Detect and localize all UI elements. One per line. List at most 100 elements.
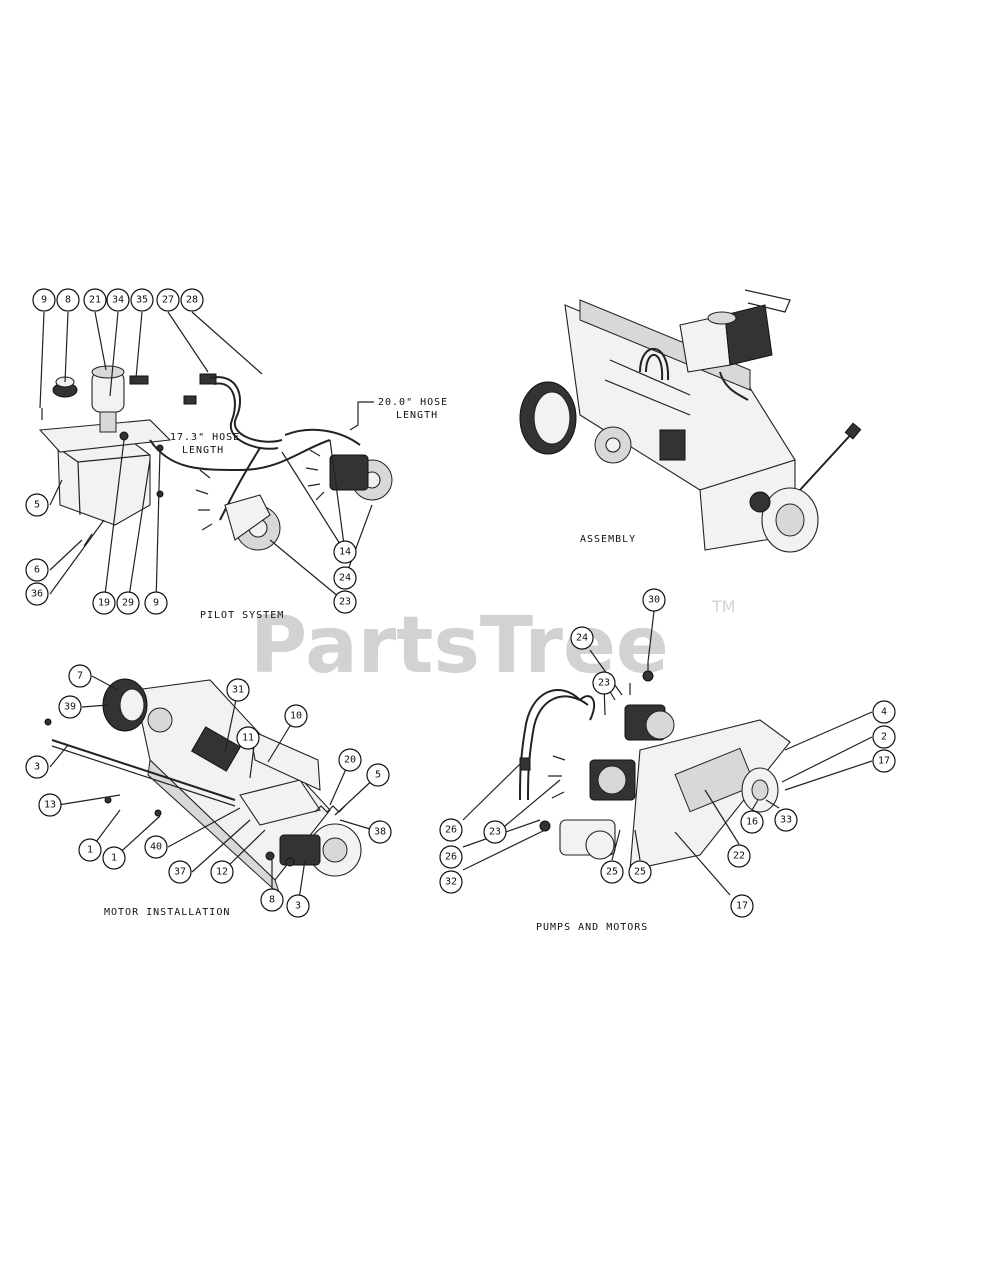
callout-circle bbox=[210, 860, 234, 884]
callout-motor-2: 39 bbox=[58, 695, 82, 719]
callout-number: 26 bbox=[445, 852, 457, 863]
callout-circle bbox=[368, 820, 392, 844]
callout-number: 37 bbox=[174, 867, 186, 878]
callout-number: 10 bbox=[290, 711, 302, 722]
callout-pilot-9: 6 bbox=[25, 558, 49, 582]
pilot-leader-lines bbox=[39, 311, 373, 604]
assembly-drawing bbox=[519, 289, 862, 553]
callout-motor-5: 10 bbox=[284, 704, 308, 728]
pumps-and-motors-drawing bbox=[519, 662, 791, 871]
callout-pilot-7: 28 bbox=[180, 288, 204, 312]
callout-circle bbox=[25, 493, 49, 517]
callout-circle bbox=[168, 860, 192, 884]
callout-circle bbox=[236, 726, 260, 750]
callout-pumps-12: 25 bbox=[628, 860, 652, 884]
callout-circle bbox=[570, 626, 594, 650]
callout-number: 9 bbox=[41, 295, 47, 306]
callout-number: 30 bbox=[648, 595, 660, 606]
callout-pilot-13: 9 bbox=[144, 591, 168, 615]
callout-circle bbox=[642, 588, 666, 612]
callout-pilot-5: 35 bbox=[130, 288, 154, 312]
caption-pilot-system: PILOT SYSTEM bbox=[200, 610, 284, 621]
callout-circle bbox=[439, 818, 463, 842]
callout-number: 36 bbox=[31, 589, 43, 600]
callout-circle bbox=[333, 566, 357, 590]
callout-number: 31 bbox=[232, 685, 244, 696]
callout-circle bbox=[872, 749, 896, 773]
caption-motor-installation: MOTOR INSTALLATION bbox=[104, 907, 230, 918]
callout-number: 5 bbox=[375, 770, 381, 781]
hose-note-17in-line1: 17.3" HOSE bbox=[170, 432, 240, 443]
callout-number: 3 bbox=[34, 762, 40, 773]
callout-number: 22 bbox=[733, 851, 745, 862]
callout-pumps-7: 26 bbox=[439, 818, 463, 842]
callout-pilot-12: 29 bbox=[116, 591, 140, 615]
callout-number: 9 bbox=[153, 598, 159, 609]
trademark-mark: TM bbox=[711, 597, 736, 616]
callout-number: 24 bbox=[339, 573, 351, 584]
callout-number: 29 bbox=[122, 598, 134, 609]
callout-circle bbox=[78, 838, 102, 862]
callout-motor-15: 38 bbox=[368, 820, 392, 844]
callout-number: 5 bbox=[34, 500, 40, 511]
callout-circle bbox=[92, 591, 116, 615]
callout-pilot-11: 19 bbox=[92, 591, 116, 615]
callout-number: 1 bbox=[111, 853, 117, 864]
callout-number: 11 bbox=[242, 733, 254, 744]
callout-pilot-2: 8 bbox=[56, 288, 80, 312]
callout-circle bbox=[774, 808, 798, 832]
callout-pumps-9: 23 bbox=[483, 820, 507, 844]
callout-circle bbox=[25, 582, 49, 606]
callout-pilot-14: 14 bbox=[333, 540, 357, 564]
callout-circle bbox=[439, 845, 463, 869]
callout-pumps-10: 32 bbox=[439, 870, 463, 894]
callout-pilot-6: 27 bbox=[156, 288, 180, 312]
callout-number: 4 bbox=[881, 707, 887, 718]
callout-pumps-3: 23 bbox=[592, 671, 616, 695]
callout-motor-17: 3 bbox=[286, 894, 310, 918]
callout-number: 3 bbox=[295, 901, 301, 912]
callout-motor-6: 3 bbox=[25, 755, 49, 779]
callout-motor-14: 12 bbox=[210, 860, 234, 884]
callout-motor-12: 40 bbox=[144, 835, 168, 859]
callout-circle bbox=[284, 704, 308, 728]
callout-number: 38 bbox=[374, 827, 386, 838]
callout-circle bbox=[106, 288, 130, 312]
callout-number: 16 bbox=[746, 817, 758, 828]
callout-number: 12 bbox=[216, 867, 228, 878]
callout-circle bbox=[226, 678, 250, 702]
callout-pumps-14: 33 bbox=[774, 808, 798, 832]
callout-circle bbox=[180, 288, 204, 312]
callout-number: 35 bbox=[136, 295, 148, 306]
callout-number: 13 bbox=[44, 800, 56, 811]
callout-number: 7 bbox=[77, 671, 83, 682]
callout-circle bbox=[286, 894, 310, 918]
callout-circle bbox=[116, 591, 140, 615]
callout-pilot-10: 36 bbox=[25, 582, 49, 606]
callout-motor-1: 7 bbox=[68, 664, 92, 688]
callout-motor-10: 1 bbox=[78, 838, 102, 862]
callout-motor-9: 5 bbox=[366, 763, 390, 787]
callout-number: 24 bbox=[576, 633, 588, 644]
callout-circle bbox=[730, 894, 754, 918]
callout-number: 33 bbox=[780, 815, 792, 826]
callout-circle bbox=[144, 835, 168, 859]
callout-pumps-1: 30 bbox=[642, 588, 666, 612]
callout-circle bbox=[156, 288, 180, 312]
callout-pumps-2: 24 bbox=[570, 626, 594, 650]
callout-circle bbox=[628, 860, 652, 884]
callout-pilot-4: 34 bbox=[106, 288, 130, 312]
callout-pilot-16: 23 bbox=[333, 590, 357, 614]
callout-motor-8: 20 bbox=[338, 748, 362, 772]
callout-number: 17 bbox=[736, 901, 748, 912]
callout-motor-16: 8 bbox=[260, 888, 284, 912]
caption-pumps-and-motors: PUMPS AND MOTORS bbox=[536, 922, 648, 933]
callout-number: 23 bbox=[598, 678, 610, 689]
callout-number: 40 bbox=[150, 842, 162, 853]
callout-number: 14 bbox=[339, 547, 351, 558]
callout-circle bbox=[740, 810, 764, 834]
callout-pumps-8: 26 bbox=[439, 845, 463, 869]
callout-number: 20 bbox=[344, 755, 356, 766]
callout-circle bbox=[102, 846, 126, 870]
